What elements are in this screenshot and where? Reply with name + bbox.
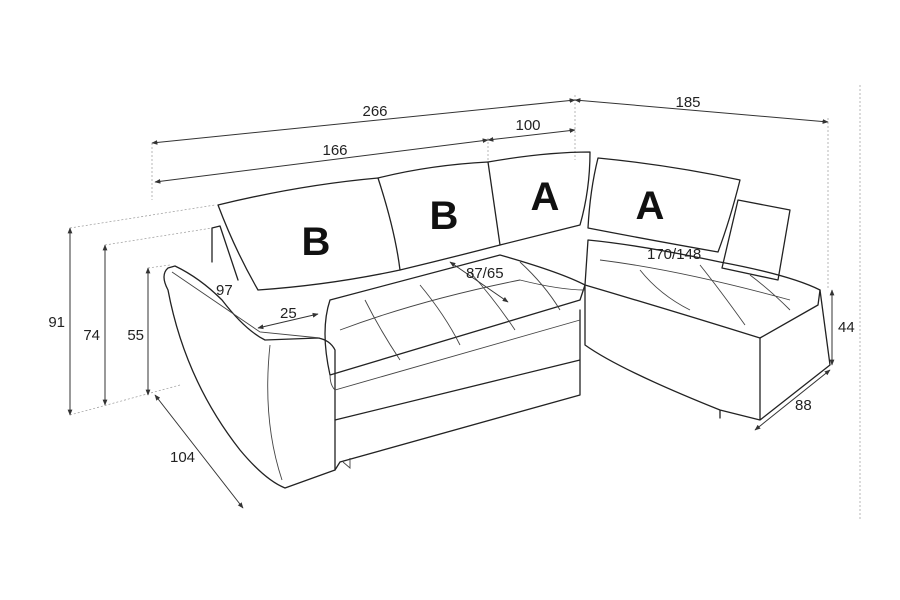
dim-main-width: 166	[322, 142, 347, 159]
cushion-label-b2: B	[430, 194, 459, 238]
dim-total-depth: 104	[170, 449, 195, 466]
left-armrest	[163, 265, 336, 489]
dim-chaise-depth: 88	[795, 397, 812, 414]
dim-seat-height: 44	[838, 319, 855, 336]
dim-corner-width: 100	[515, 117, 540, 134]
dim-armrest-length: 97	[216, 282, 233, 299]
main-seat	[324, 254, 586, 376]
sofa-base	[334, 309, 581, 471]
sofa-drawing	[163, 151, 831, 489]
cushion-label-b1: B	[302, 220, 331, 264]
dim-armrest-height: 55	[127, 327, 144, 344]
back-cushion-a2	[587, 157, 741, 253]
dim-back-height: 74	[83, 327, 100, 344]
dim-armrest-width: 25	[280, 305, 297, 322]
dim-total-height: 91	[48, 314, 65, 331]
dim-chaise-width: 185	[675, 94, 700, 111]
back-cushion-a1	[487, 151, 591, 246]
dim-chaise-length: 170/148	[647, 246, 701, 263]
right-bolster	[721, 199, 791, 281]
dim-total-width: 266	[362, 103, 387, 120]
cushion-label-a1: A	[531, 175, 560, 219]
dimension-lines	[67, 98, 835, 509]
cushion-label-a2: A	[636, 184, 665, 228]
dim-seat-depth: 87/65	[466, 265, 504, 282]
chaise-seat	[584, 239, 821, 339]
